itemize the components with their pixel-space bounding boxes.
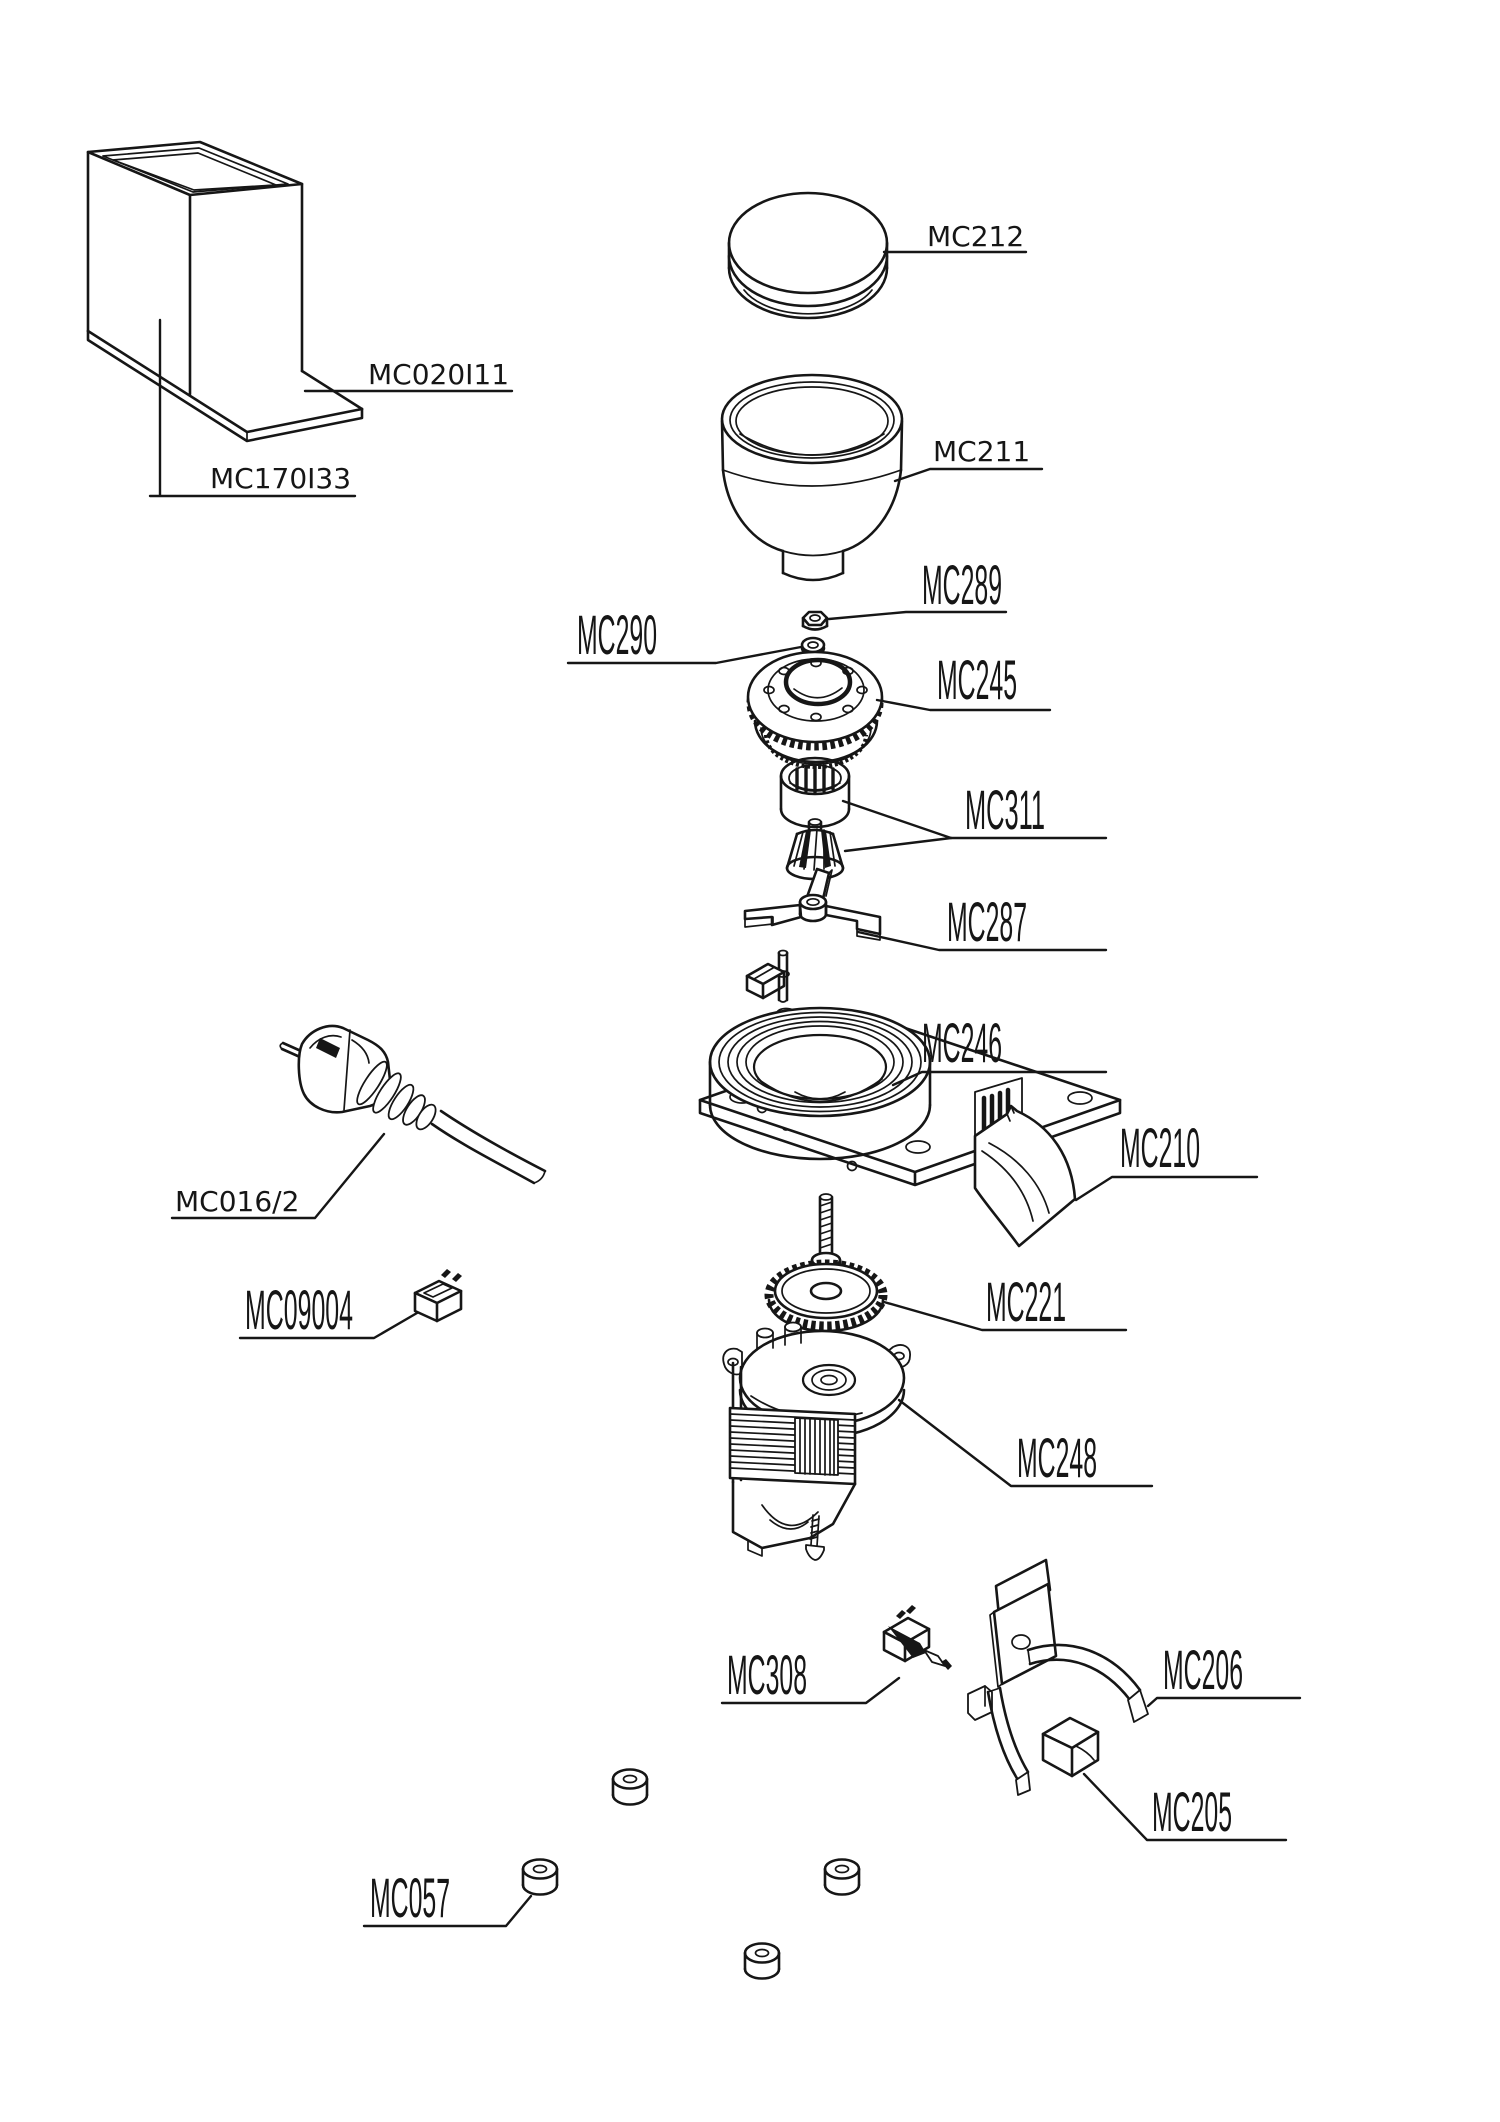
drive-gear-drawing <box>764 1193 888 1333</box>
impeller-drawing <box>743 867 882 941</box>
part-bracket-mc206: MC206 <box>967 1558 1302 1796</box>
leader-mc246 <box>891 1070 1108 1087</box>
part-label-mc290: MC290 <box>577 603 657 666</box>
part-burr-set-mc311: MC311 <box>779 756 1108 881</box>
part-drive-gear-mc221: MC221 <box>764 1193 1128 1333</box>
part-switch-mc308: MC308 <box>720 1605 952 1706</box>
nut-drawing <box>801 610 829 631</box>
part-label-mc212: MC212 <box>927 220 1024 253</box>
part-switch-mc09004: MC09004 <box>238 1269 463 1341</box>
part-lid-mc212: MC212 <box>727 191 1028 320</box>
leader-mc221 <box>882 1300 1128 1332</box>
part-label-mc245: MC245 <box>937 648 1017 711</box>
leader-mc289 <box>827 610 1008 621</box>
part-label-mc057: MC057 <box>370 1866 450 1929</box>
burr-gear-drawing <box>746 650 884 769</box>
leader-mc170i33 <box>148 318 357 498</box>
bracket-drawing <box>967 1558 1149 1796</box>
motor-drawing <box>722 1321 911 1561</box>
power-cord-drawing <box>279 1024 547 1185</box>
leader-mc057 <box>362 1894 533 1928</box>
part-cover-mc170i33: MC170I33 MC020I11 <box>86 140 514 498</box>
lever-drawing <box>745 949 790 1003</box>
leader-mc287 <box>856 930 1108 952</box>
cover-drawing <box>86 140 304 396</box>
leader-mc206 <box>1146 1696 1302 1708</box>
part-label-mc308: MC308 <box>727 1643 807 1706</box>
part-label-mc205: MC205 <box>1152 1780 1232 1843</box>
part-chute-mc210: MC210 <box>973 1104 1259 1248</box>
leader-mc211 <box>893 467 1044 483</box>
leader-mc245 <box>875 698 1052 712</box>
foot-drawing-3 <box>823 1858 861 1896</box>
part-label-mc221: MC221 <box>986 1270 1066 1333</box>
part-label-mc020i11: MC020I11 <box>368 358 509 391</box>
part-label-mc09004: MC09004 <box>245 1278 353 1341</box>
foot-drawing-2 <box>521 1858 559 1896</box>
part-label-mc206: MC206 <box>1163 1638 1243 1701</box>
part-block-mc205: MC205 <box>1041 1716 1288 1843</box>
leader-mc210 <box>1074 1175 1259 1202</box>
part-label-mc016-2: MC016/2 <box>175 1185 299 1218</box>
base-plate-drawing <box>86 329 364 443</box>
ring-burr-drawing <box>779 756 851 829</box>
foot-drawing-4 <box>743 1942 781 1980</box>
part-label-mc170i33: MC170I33 <box>210 462 351 495</box>
leader-mc311-ring <box>841 799 953 840</box>
leader-mc09004 <box>238 1311 419 1340</box>
lid-drawing <box>727 191 889 320</box>
part-label-mc287: MC287 <box>947 890 1027 953</box>
part-power-cord-mc016-2: MC016/2 <box>170 1024 547 1220</box>
part-feet-mc057: MC057 <box>362 1768 861 1980</box>
switch-drawing <box>882 1605 952 1670</box>
part-motor-mc248: MC248 <box>722 1321 1154 1561</box>
part-label-mc311: MC311 <box>965 778 1045 841</box>
leader-mc248 <box>897 1398 1154 1488</box>
foot-drawing-1 <box>611 1768 649 1806</box>
part-label-mc248: MC248 <box>1017 1426 1097 1489</box>
part-burr-gear-mc245: MC245 <box>746 648 1052 769</box>
leader-mc016-2 <box>170 1132 386 1220</box>
chute-drawing <box>973 1104 1077 1248</box>
leader-mc311-cone <box>843 836 953 853</box>
part-label-mc289: MC289 <box>922 553 1002 616</box>
part-washer-mc290: MC290 <box>566 603 826 666</box>
part-label-mc210: MC210 <box>1120 1116 1200 1179</box>
hopper-drawing <box>720 373 904 582</box>
block-drawing <box>1041 1716 1100 1778</box>
leader-mc308 <box>720 1676 901 1705</box>
part-label-mc211: MC211 <box>933 435 1030 468</box>
part-nut-mc289: MC289 <box>801 553 1008 631</box>
leader-mc205 <box>1082 1772 1288 1842</box>
part-label-mc246: MC246 <box>922 1011 1002 1074</box>
part-hopper-mc211: MC211 <box>720 373 1044 582</box>
leader-mc290 <box>566 645 803 665</box>
part-impeller-mc287: MC287 <box>743 867 1108 953</box>
switch09004-drawing <box>413 1269 463 1323</box>
